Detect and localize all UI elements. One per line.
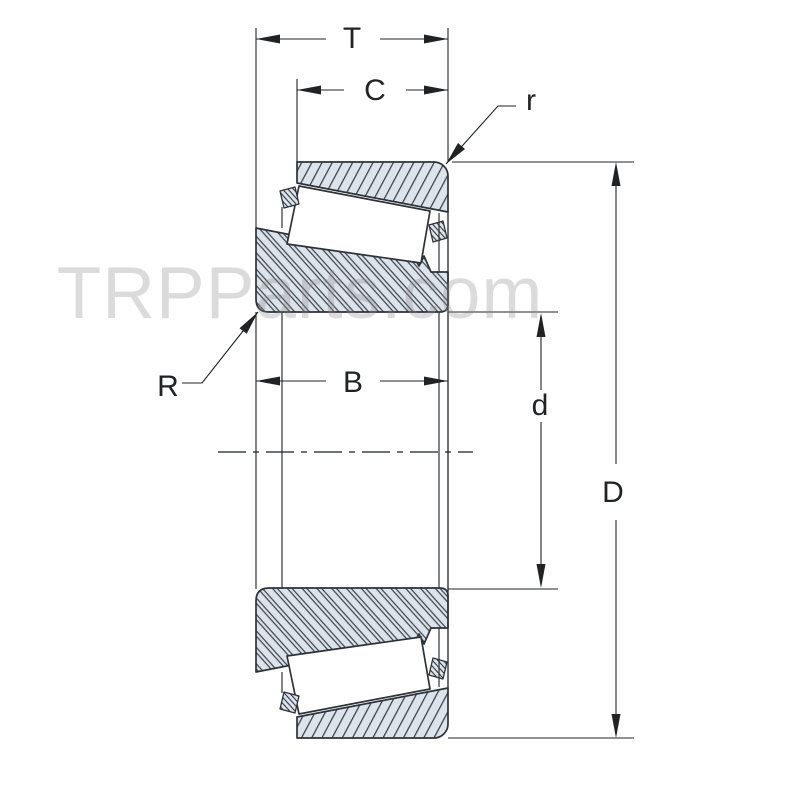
arrow-B-left <box>256 376 280 386</box>
arrow-R-leader <box>239 312 258 334</box>
bearing-sections <box>255 161 449 739</box>
cage-bottom-big-end <box>279 691 300 714</box>
label-T: T <box>343 22 361 55</box>
label-d: d <box>532 389 549 422</box>
arrow-T-left <box>256 34 280 44</box>
watermark-text: TRPParts.com <box>57 253 544 334</box>
label-r: r <box>526 84 536 117</box>
dimension-arrows <box>239 34 621 738</box>
label-D: D <box>602 476 624 509</box>
arrow-d-down <box>536 564 546 588</box>
arrow-T-right <box>424 34 448 44</box>
label-B: B <box>343 366 363 399</box>
arrow-r-leader <box>446 143 465 164</box>
cup-top-section <box>296 161 449 213</box>
cone-top-section <box>255 227 449 313</box>
leader-R <box>182 311 259 384</box>
label-R: R <box>157 370 179 403</box>
arrow-C-right <box>424 85 448 95</box>
arrow-d-up <box>536 313 546 337</box>
arrow-D-up <box>611 162 621 186</box>
cage-top-small-end <box>428 220 448 243</box>
leader-r <box>445 105 516 165</box>
cone-bottom-section <box>255 587 449 673</box>
dimension-lines <box>182 28 634 739</box>
structure-lines <box>255 207 449 693</box>
arrow-C-left <box>297 85 321 95</box>
cage-bottom-small-end <box>428 657 448 680</box>
label-C: C <box>364 74 386 107</box>
arrow-D-down <box>611 714 621 738</box>
roller-bottom <box>286 636 431 715</box>
cup-bottom-section <box>296 687 449 739</box>
cage-top-big-end <box>279 186 300 209</box>
dimension-labels: T C r R B d D <box>157 22 624 509</box>
roller-top <box>286 185 431 264</box>
arrow-B-right <box>424 376 448 386</box>
